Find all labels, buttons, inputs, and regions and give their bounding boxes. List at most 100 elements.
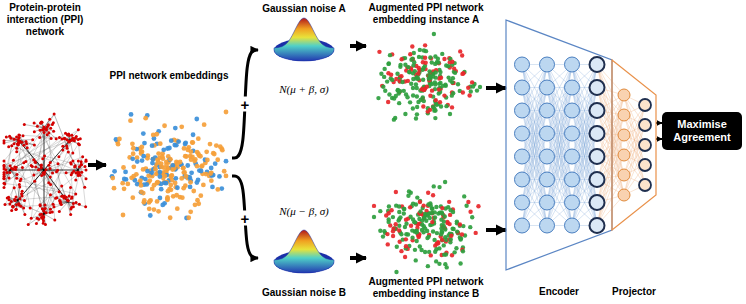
network-protein: [17, 202, 20, 205]
embedding-point: [411, 63, 415, 67]
embedding-point: [160, 202, 165, 207]
embedding-point: [408, 205, 412, 209]
embedding-point: [449, 234, 453, 238]
embedding-point: [442, 57, 446, 61]
network-link: [31, 130, 43, 218]
network-protein: [3, 159, 6, 162]
embedding-point: [414, 116, 418, 120]
embedding-point: [117, 137, 122, 142]
neuron: [515, 149, 530, 164]
embedding-point: [443, 235, 447, 239]
embedding-point: [438, 70, 442, 74]
flow-arrow: [486, 228, 506, 232]
network-protein: [45, 127, 48, 130]
embedding-point: [138, 178, 143, 183]
embedding-point: [399, 249, 403, 253]
network-protein: [39, 129, 42, 132]
embedding-point: [204, 149, 209, 154]
embedding-point: [150, 161, 155, 166]
embedding-point: [434, 242, 438, 246]
network-protein: [80, 163, 83, 166]
neuron: [590, 195, 605, 210]
embedding-point: [128, 118, 133, 123]
embedding-point: [406, 79, 410, 83]
embedding-point: [186, 215, 191, 220]
embedding-point: [422, 87, 426, 91]
network-link: [54, 114, 73, 161]
embedding-point: [411, 86, 415, 90]
node-label: Augmented PPI network embedding instance…: [366, 2, 486, 26]
embedding-point: [439, 217, 443, 221]
network-protein: [49, 208, 52, 211]
network-protein: [8, 177, 11, 180]
embedding-point: [174, 193, 179, 198]
network-protein: [70, 206, 73, 209]
embedding-point: [398, 65, 402, 69]
network-protein: [29, 207, 32, 210]
network-protein: [85, 158, 88, 161]
embedding-point: [125, 182, 130, 187]
embedding-point: [445, 265, 449, 269]
embedding-point: [421, 104, 425, 108]
embedding-point: [439, 76, 443, 80]
gaussian-noise: N(μ − β, σ)Gaussian noise B: [258, 205, 350, 299]
embedding-point: [453, 71, 457, 75]
embedding-point: [440, 52, 444, 56]
embedding-point: [416, 77, 420, 81]
network-link: [63, 140, 70, 150]
network-protein: [18, 186, 21, 189]
neuron: [515, 172, 530, 187]
neuron: [618, 169, 630, 181]
network-link: [4, 144, 18, 161]
embedding-point: [478, 85, 482, 89]
embedding-point: [417, 233, 421, 237]
network-protein: [33, 130, 36, 133]
embedding-point: [413, 248, 417, 252]
embedding-point: [456, 82, 460, 86]
neuron: [639, 159, 651, 171]
network-link: [44, 133, 71, 215]
embedding-point: [450, 60, 454, 64]
embedding-point: [159, 187, 164, 192]
network-link: [16, 119, 50, 169]
embedding-point: [432, 238, 436, 242]
embedding-point: [461, 90, 465, 94]
network-protein: [23, 213, 26, 216]
embedding-point: [188, 209, 193, 214]
network-protein: [16, 143, 19, 146]
embedding-point: [173, 176, 178, 181]
network-protein: [3, 182, 6, 185]
embedding-point: [383, 89, 387, 93]
network-protein: [30, 164, 33, 167]
network-protein: [85, 168, 88, 171]
embedding-point: [461, 249, 465, 253]
embedding-point: [175, 161, 180, 166]
network-protein: [43, 131, 46, 134]
trapezoid-outline: [612, 60, 656, 230]
embedding-point: [222, 169, 227, 174]
network-protein: [80, 171, 83, 174]
network-protein: [58, 199, 61, 202]
embedding-point: [162, 173, 167, 178]
network-protein: [69, 186, 72, 189]
network-protein: [41, 121, 44, 124]
embedding-point: [417, 66, 421, 70]
network-protein: [42, 216, 45, 219]
neuron: [590, 103, 605, 118]
neuron: [565, 80, 580, 95]
network-protein: [37, 168, 40, 171]
network-protein: [70, 173, 73, 176]
embedding-point: [439, 104, 443, 108]
embedding-point: [466, 86, 470, 90]
neuron: [565, 126, 580, 141]
network-link: [59, 202, 68, 211]
network-protein: [80, 160, 83, 163]
neuron: [639, 179, 651, 191]
embedding-point: [131, 146, 136, 151]
network-link: [72, 164, 82, 207]
embedding-point: [110, 176, 115, 181]
embedding-point: [395, 72, 399, 76]
embedding-point: [460, 53, 464, 57]
embedding-point: [450, 227, 454, 231]
network-protein: [84, 205, 87, 208]
